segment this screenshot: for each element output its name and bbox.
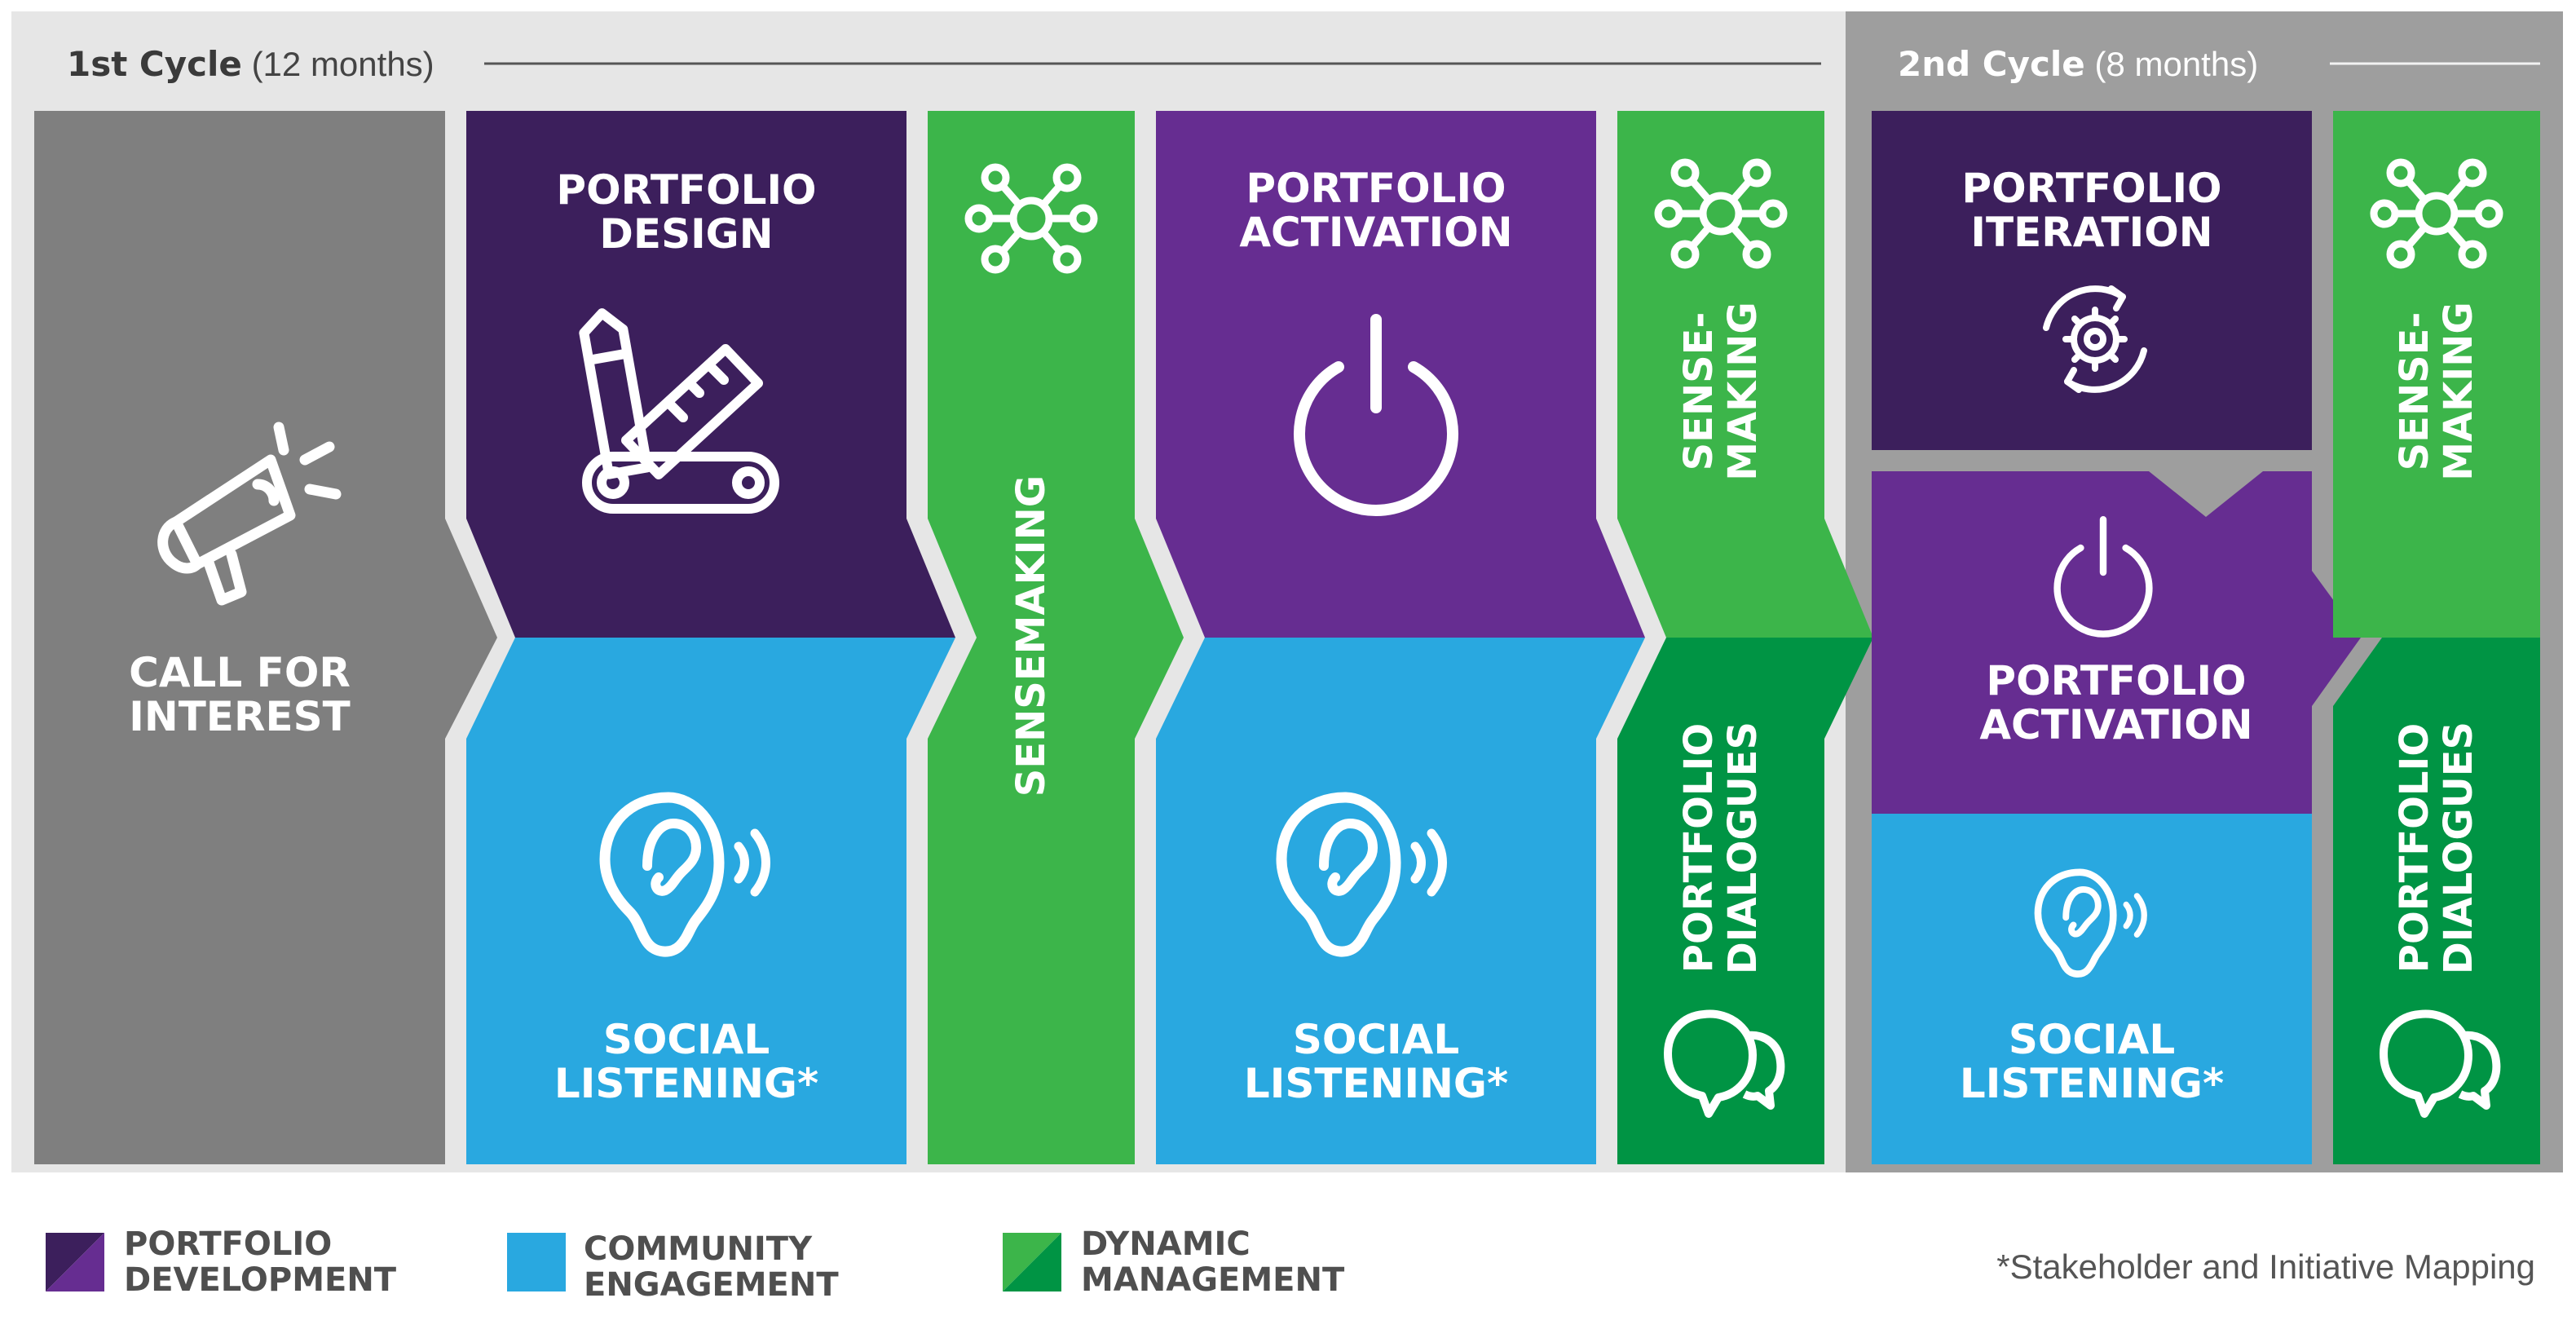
portfolio-dialogues-1-block — [1617, 638, 1873, 1164]
sensemaking-2-label: SENSE- MAKING — [1675, 302, 1766, 481]
legend-label-community-engagement: COMMUNITY ENGAGEMENT — [584, 1230, 839, 1304]
portfolio-design-label: PORTFOLIO DESIGN — [556, 166, 817, 258]
portfolio-iteration-block — [1872, 111, 2312, 450]
call-for-interest-label: CALL FOR INTEREST — [129, 649, 351, 740]
social-listening-2-label: SOCIAL LISTENING* — [1243, 1016, 1509, 1107]
portfolio-activation-2-label: PORTFOLIO ACTIVATION — [1979, 657, 2253, 748]
legend-swatch-portfolio-development — [46, 1233, 104, 1291]
legend-swatch-community-engagement — [507, 1233, 566, 1291]
portfolio-activation-2-block — [1872, 471, 2361, 814]
cycle-gear-icon — [2043, 285, 2147, 393]
portfolio-iteration-label: PORTFOLIO ITERATION — [1961, 165, 2222, 256]
legend-swatch-dynamic-management — [1003, 1233, 1061, 1291]
legend-label-portfolio-development: PORTFOLIO DEVELOPMENT — [124, 1225, 397, 1299]
cycle2-title: 2nd Cycle (8 months) — [1898, 44, 2259, 84]
social-listening-2-block — [1156, 638, 1645, 1164]
footnote: *Stakeholder and Initiative Mapping — [1996, 1247, 2535, 1286]
social-listening-3-label: SOCIAL LISTENING* — [1959, 1016, 2225, 1107]
sensemaking-3-label: SENSE- MAKING — [2391, 302, 2481, 481]
portfolio-dialogues-1-label: PORTFOLIO DIALOGUES — [1676, 721, 1767, 975]
social-listening-3-block — [1872, 814, 2312, 1164]
sensemaking-1-label: SENSEMAKING — [1008, 475, 1054, 797]
portfolio-activation-1-label: PORTFOLIO ACTIVATION — [1239, 165, 1513, 256]
portfolio-dialogues-2-label: PORTFOLIO DIALOGUES — [2392, 721, 2482, 975]
portfolio-design-block — [466, 111, 955, 638]
sensemaking-1-block — [928, 111, 1184, 1164]
social-listening-1-label: SOCIAL LISTENING* — [554, 1016, 819, 1107]
call-for-interest-block — [34, 111, 497, 1164]
megaphone-icon — [157, 422, 342, 606]
pencil-ruler-icon — [579, 308, 779, 514]
cycle1-title: 1st Cycle (12 months) — [67, 44, 434, 84]
legend-label-dynamic-management: DYNAMIC MANAGEMENT — [1081, 1225, 1345, 1299]
portfolio-activation-1-block — [1156, 111, 1645, 638]
